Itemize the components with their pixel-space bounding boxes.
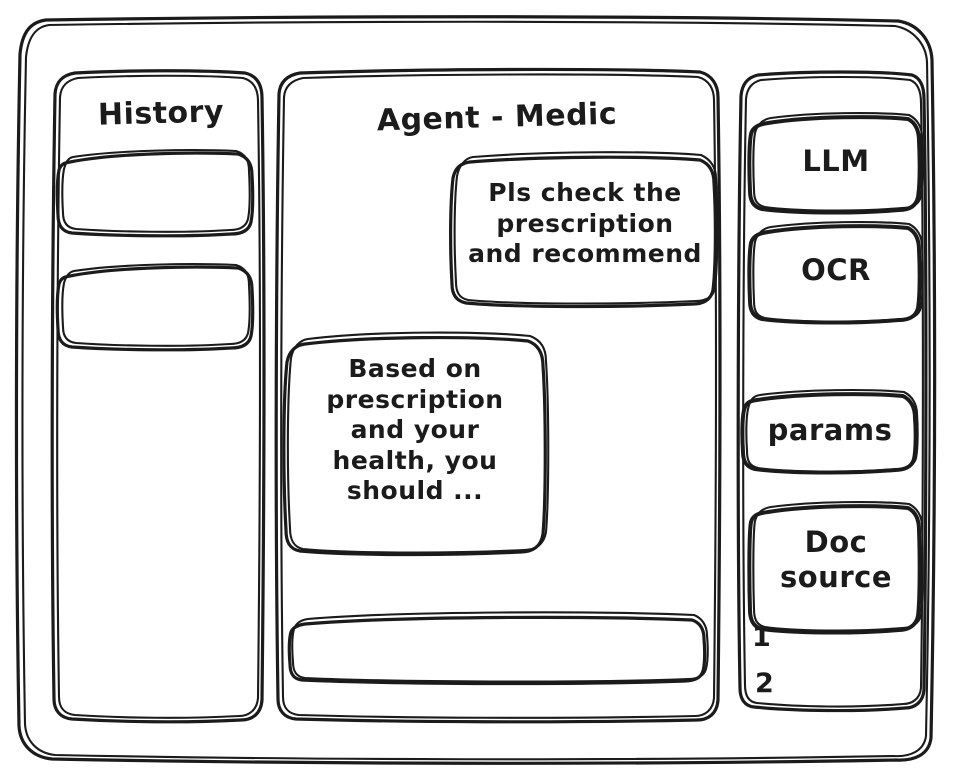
message-bubble-assistant: Based on prescription and your health, y… — [284, 334, 546, 556]
message-bubble-assistant-text: Based on prescription and your health, y… — [326, 354, 504, 505]
message-bubble-user-text: Pls check the prescription and recommend — [468, 178, 702, 268]
message-bubble-user: Pls check the prescription and recommend — [452, 156, 718, 306]
tool-chip-doc-source[interactable]: Doc source — [749, 503, 923, 631]
sidebar-item-history-2[interactable] — [58, 266, 254, 350]
message-input[interactable] — [290, 614, 708, 682]
doc-source-list-item-1[interactable]: 1 — [752, 622, 792, 656]
tool-chip-ocr-label: OCR — [801, 253, 871, 287]
tool-chip-ocr[interactable]: OCR — [749, 223, 923, 321]
tool-chip-doc-source-label: Doc source — [780, 525, 892, 595]
sidebar-title: History — [97, 94, 225, 133]
tool-chip-params-label: params — [767, 413, 893, 447]
sidebar-item-history-1[interactable] — [58, 152, 254, 236]
tool-chip-llm-label: LLM — [802, 144, 870, 178]
doc-source-list-item-2-label: 2 — [755, 668, 775, 699]
doc-source-list-item-1-label: 1 — [752, 622, 772, 653]
tool-chip-llm[interactable]: LLM — [749, 114, 923, 212]
doc-source-list-item-2[interactable]: 2 — [755, 668, 795, 702]
tool-chip-params[interactable]: params — [742, 391, 918, 471]
